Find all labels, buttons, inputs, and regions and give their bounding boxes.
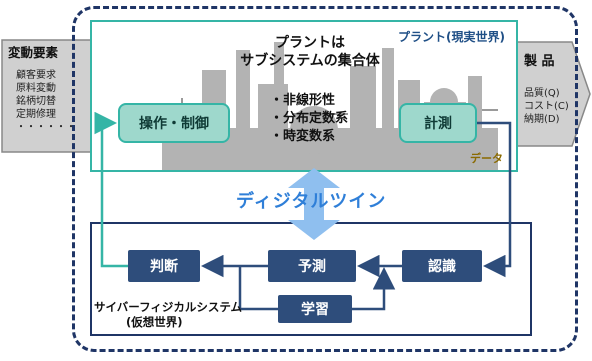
recognition-box: 認識 [402,250,482,282]
plant-title: プラント(現実世界) [398,30,505,44]
measurement-box: 計測 [399,103,477,143]
plant-heading: プラントは サブシステムの集合体 [220,34,400,70]
product-item: 品質(Q) [524,88,560,99]
learn-to-recognize-arrow [352,267,396,311]
product-title: 製 品 [524,54,555,69]
product-item: 納期(D) [524,114,560,125]
cps-title: サイバーフィジカルシステム (仮想世界) [94,300,242,330]
cps-title-line: (仮想世界) [126,315,183,329]
plant-heading-line: サブシステムの集合体 [240,53,380,69]
plant-property: ・時変数系 [270,129,336,144]
plant-heading-line: プラントは [275,35,345,51]
input-factor-item: 顧客要求 [16,70,56,81]
input-factors: 変動要素 顧客要求 原料変動 銘柄切替 定期修理 ・・・・・・ [8,42,88,134]
product-outputs: 製 品 品質(Q) コスト(C) 納期(D) [524,50,588,126]
plant-property: ・分布定数系 [270,111,349,126]
judgment-box: 判断 [128,250,200,282]
input-factors-title: 変動要素 [8,45,59,60]
cps-title-line: サイバーフィジカルシステム [94,300,243,314]
product-list: 品質(Q) コスト(C) 納期(D) [524,87,588,126]
plant-properties: ・非線形性 ・分布定数系 ・時変数系 [270,92,348,146]
digital-twin-double-arrow [288,168,340,240]
input-factor-item: ・・・・・・ [16,122,76,133]
outer-boundary [72,6,578,352]
measure-to-recognize-arrow [477,121,512,278]
prediction-box: 予測 [268,250,356,282]
input-factors-list: 顧客要求 原料変動 銘柄切替 定期修理 ・・・・・・ [8,69,88,134]
data-label: データ [470,152,503,165]
input-factor-item: 原料変動 [16,83,56,94]
product-item: コスト(C) [524,101,569,112]
learning-box: 学習 [278,295,352,323]
input-factor-item: 銘柄切替 [16,96,56,107]
input-factor-item: 定期修理 [16,109,56,120]
digital-twin-label: ディジタルツイン [236,191,387,212]
learn-to-judge-arrow [238,266,278,311]
operation-control-box: 操作・制御 [118,103,230,143]
plant-property: ・非線形性 [270,93,336,108]
judge-to-control-arrow [94,111,128,268]
